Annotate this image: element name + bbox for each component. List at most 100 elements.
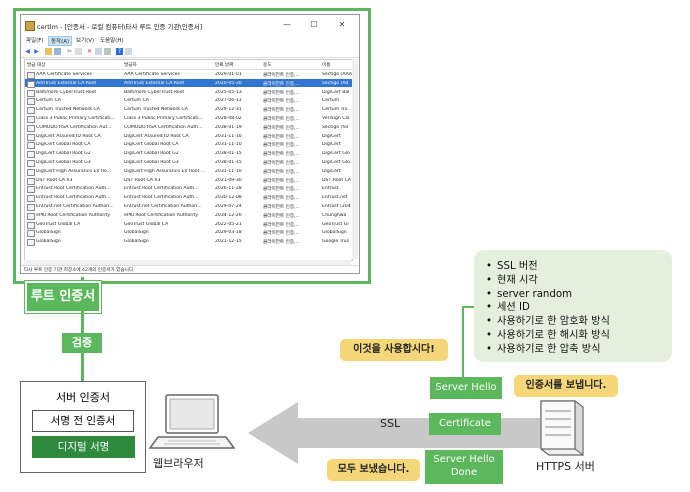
- table-cell: 클라이언트 인증,...: [263, 240, 300, 246]
- certificate-icon: [27, 89, 35, 97]
- certificate-icon: [27, 116, 35, 123]
- laptop-icon: [148, 394, 236, 449]
- server-hello-message: Server Hello: [430, 377, 502, 399]
- table-cell: DigiCert Global Root G2: [124, 151, 179, 157]
- table-cell: 클라이언트 인증,...: [263, 213, 300, 219]
- table-row[interactable]: Entrust Root Certification Auth... Entrus…: [25, 193, 352, 203]
- table-row[interactable]: Class 3 Public Primary Certificati...Cla…: [25, 114, 352, 123]
- table-cell: AddTrust External CA Root: [36, 80, 97, 86]
- cut-icon[interactable]: ✂: [66, 48, 73, 55]
- table-cell: Certum Trusted Network CA: [36, 107, 100, 113]
- forward-icon[interactable]: ▶: [34, 48, 39, 55]
- table-cell: 2028-08-02: [215, 116, 242, 121]
- digital-signature: 디지털 서명: [32, 436, 135, 458]
- table-row[interactable]: DigiCert Global Root G2 DigiCert Global R…: [25, 149, 352, 159]
- table-cell: Entrust Root Certification Auth...: [124, 195, 199, 201]
- table-cell: 클라이언트 인증,...: [263, 143, 300, 149]
- delete-icon[interactable]: ✕: [86, 48, 93, 55]
- table-row[interactable]: COMODO RSA Certification Aut...COMODO RS…: [25, 123, 352, 132]
- column-purpose[interactable]: 용도: [263, 63, 272, 68]
- certificate-icon: [27, 239, 35, 247]
- back-icon[interactable]: ◀: [25, 48, 30, 55]
- table-cell: GeoTrust Gl: [322, 221, 349, 227]
- info-item: 사용하기로 한 암호화 방식: [486, 315, 610, 329]
- vertical-scrollbar[interactable]: [352, 59, 358, 259]
- list-icon[interactable]: [54, 48, 61, 55]
- table-cell: DigiCert Glo: [322, 160, 350, 165]
- table-cell: GeoTrust Global CA: [124, 221, 169, 227]
- column-issued-to[interactable]: 발급 대상: [27, 63, 46, 68]
- table-cell: 2029-01-01: [215, 72, 242, 77]
- minimize-button[interactable]: —: [283, 20, 291, 29]
- table-cell: Entrust.net Certification Authori...: [36, 204, 114, 209]
- table-cell: Entrust Root Certification Auth...: [36, 186, 111, 192]
- table-cell: 2038-01-19: [215, 124, 242, 130]
- table-cell: 클라이언트 인증,...: [263, 231, 300, 237]
- table-cell: Entrust Root Certification Auth...: [36, 195, 111, 201]
- table-cell: Certum Tru: [322, 107, 348, 113]
- column-expiration[interactable]: 만료 날짜: [215, 63, 234, 68]
- horizontal-scrollbar[interactable]: [24, 260, 351, 265]
- table-cell: COMODO RSA Certification Auth...: [124, 124, 203, 130]
- table-cell: Sectigo (for: [322, 124, 349, 130]
- column-name[interactable]: 이름: [322, 63, 331, 68]
- root-cert-label: 루트 인증서: [25, 281, 101, 313]
- certificate-icon: [27, 221, 35, 229]
- table-cell: 클라이언트 인증,...: [263, 196, 300, 202]
- table-cell: Certum CA: [36, 98, 61, 104]
- table-cell: Google Trus: [322, 239, 349, 245]
- table-cell: 2020-05-30: [215, 80, 242, 86]
- menu-help[interactable]: 도움말(H): [100, 38, 124, 44]
- view-icon[interactable]: [125, 48, 132, 55]
- menu-action[interactable]: 동작(A): [48, 36, 73, 46]
- table-cell: Entrust Root Certification Auth...: [124, 186, 199, 192]
- title-bar: certlm - [인증서 - 로컬 컴퓨터\타사 루트 인증 기관\인증서] …: [21, 15, 359, 35]
- properties-icon[interactable]: [95, 48, 102, 55]
- menu-bar: 파일(F) 동작(A) 보기(V) 도움말(H): [21, 35, 359, 46]
- table-cell: DigiCert Global Root G3: [124, 160, 179, 165]
- menu-view[interactable]: 보기(V): [76, 38, 95, 44]
- table-cell: Sectigo (AAA: [322, 72, 352, 77]
- server-certificate-box: 서버 인증서 서명 전 인증서 디지털 서명: [20, 381, 146, 473]
- table-cell: DigiCert Global Root CA: [36, 142, 91, 148]
- column-issued-by[interactable]: 발급자: [124, 63, 137, 68]
- table-row[interactable]: DigiCert High Assurance EV Ro...DigiCert…: [25, 167, 352, 176]
- export-icon[interactable]: [104, 48, 111, 55]
- maximize-button[interactable]: ☐: [310, 20, 318, 29]
- close-button[interactable]: ✕: [338, 20, 346, 29]
- certificate-icon: [27, 177, 35, 185]
- table-row[interactable]: Entrust Root Certification Auth... Entrus…: [25, 184, 352, 194]
- table-cell: 2025-05-13: [215, 89, 242, 95]
- table-cell: DigiCert High Assurance EV Root ...: [124, 168, 206, 174]
- table-cell: Entrust (204: [322, 204, 351, 209]
- table-cell: 2031-11-10: [215, 133, 242, 139]
- certificate-icon: [27, 204, 35, 211]
- table-cell: 클라이언트 인증,...: [263, 161, 300, 166]
- help-icon[interactable]: ?: [116, 48, 123, 55]
- table-cell: VeriSign Cla: [322, 116, 350, 121]
- table-cell: GlobalSign: [322, 230, 347, 236]
- table-cell: DigiCert Global Root G2: [36, 151, 91, 157]
- table-cell: 클라이언트 인증,...: [263, 187, 300, 193]
- table-row[interactable]: Entrust.net Certification Authori... Entr…: [25, 202, 352, 211]
- copy-icon[interactable]: [75, 48, 82, 55]
- folder-icon[interactable]: [45, 48, 52, 55]
- menu-file[interactable]: 파일(F): [26, 38, 44, 44]
- table-header: 발급 대상 발급자 만료 날짜 용도 이름: [25, 60, 352, 70]
- info-item: 사용하기로 한 해시화 방식: [486, 329, 610, 343]
- table-cell: DigiCert Glo: [322, 151, 350, 157]
- table-cell: Baltimore CyberTrust Root: [124, 89, 185, 95]
